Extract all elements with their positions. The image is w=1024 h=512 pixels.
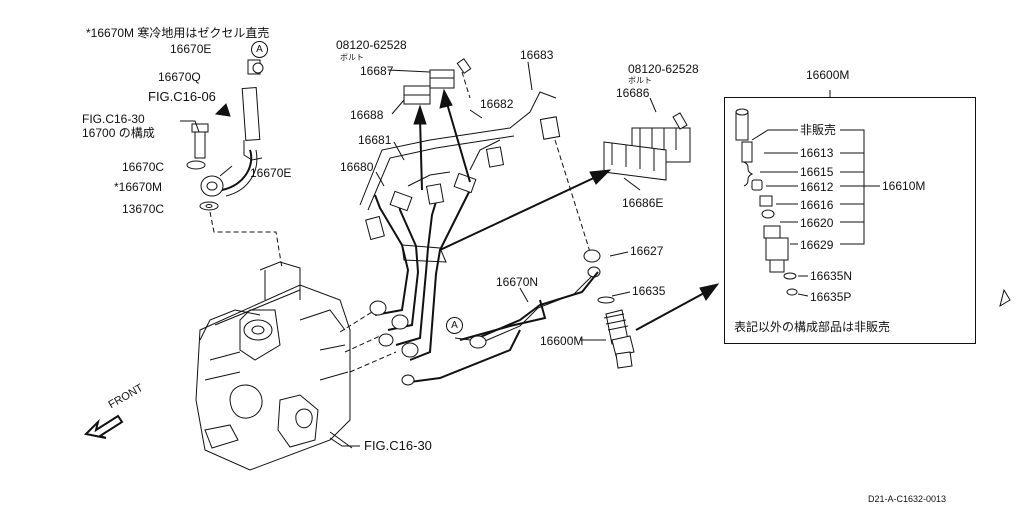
detail-item-16620: 16620	[800, 216, 834, 230]
label-16683: 16683	[520, 48, 554, 62]
label-16627: 16627	[630, 244, 664, 258]
return-line-16670N	[401, 249, 631, 386]
detail-not-sold: 非販売	[800, 123, 837, 137]
label-diagram-code: D21-A-C1632-0013	[868, 494, 947, 504]
clamps-16686	[439, 97, 691, 253]
nozzle-detail-drawing	[735, 90, 880, 297]
label-16688: 16688	[350, 108, 384, 122]
label-16682: 16682	[480, 97, 514, 111]
front-arrow	[83, 414, 124, 439]
label-bolt2-code: 08120-62528	[628, 62, 699, 76]
label-16670C: 16670C	[122, 160, 165, 174]
label-fig-c16-30-pump: FIG.C16-30	[364, 438, 432, 453]
label-16686: 16686	[616, 86, 650, 100]
injection-pump	[195, 261, 353, 471]
label-bolt1-code: 08120-62528	[336, 38, 407, 52]
label-bolt1-kana: ボルト	[340, 53, 364, 62]
detail-group-16610M: 16610M	[882, 179, 926, 193]
label-16670E-side: 16670E	[250, 166, 292, 180]
label-bolt2-kana: ボルト	[628, 76, 652, 85]
label-16686E: 16686E	[622, 196, 664, 210]
label-fig-c16-30-ref: FIG.C16-30	[82, 112, 145, 126]
label-16635: 16635	[632, 284, 666, 298]
margin-mark	[999, 288, 1011, 308]
detail-item-16635N: 16635N	[810, 269, 853, 283]
label-16670Q: 16670Q	[158, 70, 201, 84]
label-16700-composition: 16700 の構成	[82, 126, 155, 140]
circle-a-mid: A	[446, 317, 463, 334]
label-cold-region-note: *16670M 寒冷地用はゼクセル直売	[86, 26, 270, 40]
injection-tubes	[339, 91, 561, 373]
nozzle-detail-box	[724, 97, 976, 344]
detail-item-16615: 16615	[800, 165, 834, 179]
detail-item-16612: 16612	[800, 180, 834, 194]
label-13670C: 13670C	[122, 202, 165, 216]
detail-item-16629: 16629	[800, 238, 834, 252]
detail-item-16613: 16613	[800, 146, 834, 160]
clamps-16687-16688	[375, 58, 533, 191]
label-16687: 16687	[360, 64, 394, 78]
nozzle-16600M	[580, 283, 720, 369]
label-16670M-star: *16670M	[114, 180, 163, 194]
label-16600M-nozzle: 16600M	[540, 334, 584, 348]
label-16670E-top: 16670E	[170, 42, 212, 56]
detail-title: 16600M	[806, 68, 850, 82]
detail-item-16635P: 16635P	[810, 290, 852, 304]
detail-item-16616: 16616	[800, 198, 834, 212]
label-16681: 16681	[358, 133, 392, 147]
label-fig-c16-06: FIG.C16-06	[148, 89, 216, 104]
pipe-16670Q-assembly	[180, 59, 283, 269]
label-16670N: 16670N	[496, 275, 539, 289]
detail-footnote: 表記以外の構成部品は非販売	[734, 320, 891, 334]
label-16680: 16680	[340, 160, 374, 174]
fig-leader	[329, 437, 360, 447]
circle-a-top: A	[251, 41, 268, 58]
